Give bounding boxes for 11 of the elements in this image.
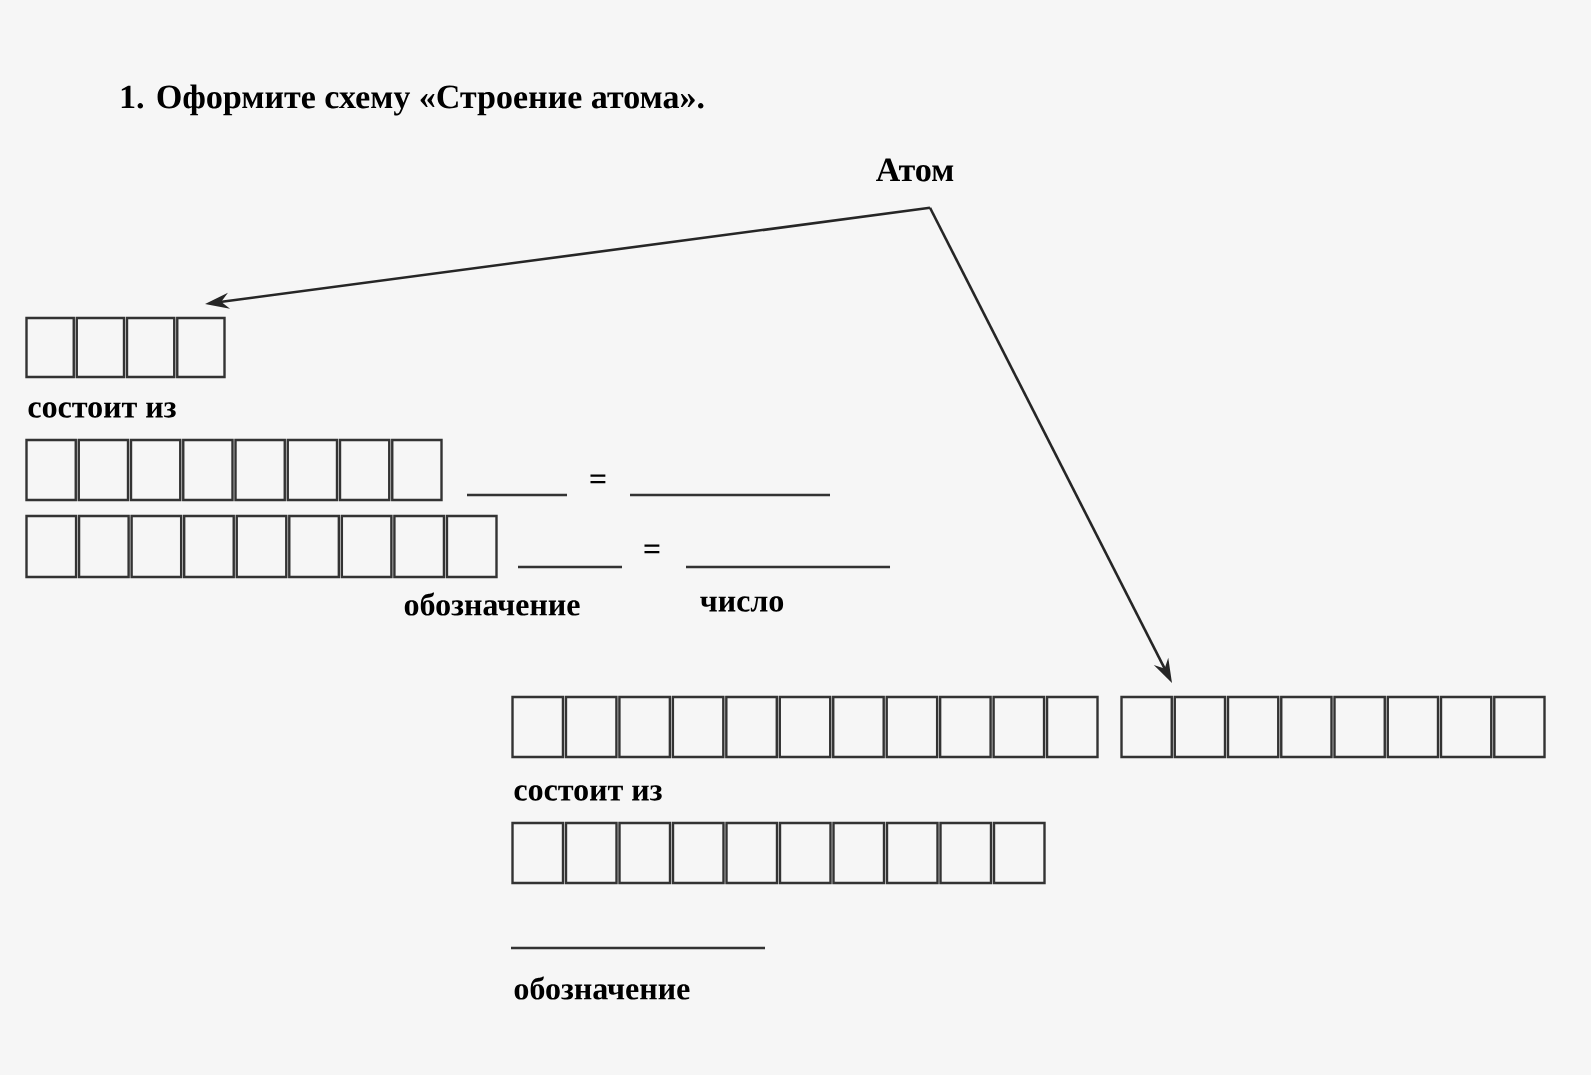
letter-boxes: [511, 821, 1046, 885]
label: =: [590, 474, 606, 484]
node-label: Атом: [876, 158, 954, 182]
label: состоит из: [514, 785, 662, 801]
label: состоит из: [28, 402, 176, 418]
letter-boxes: [25, 438, 443, 502]
letter-boxes: [511, 695, 1546, 759]
title: 1. Оформите схему «Строение атома».: [121, 84, 704, 116]
letter-boxes: [25, 514, 498, 579]
letter-boxes: [25, 316, 226, 379]
label: =: [644, 544, 660, 554]
